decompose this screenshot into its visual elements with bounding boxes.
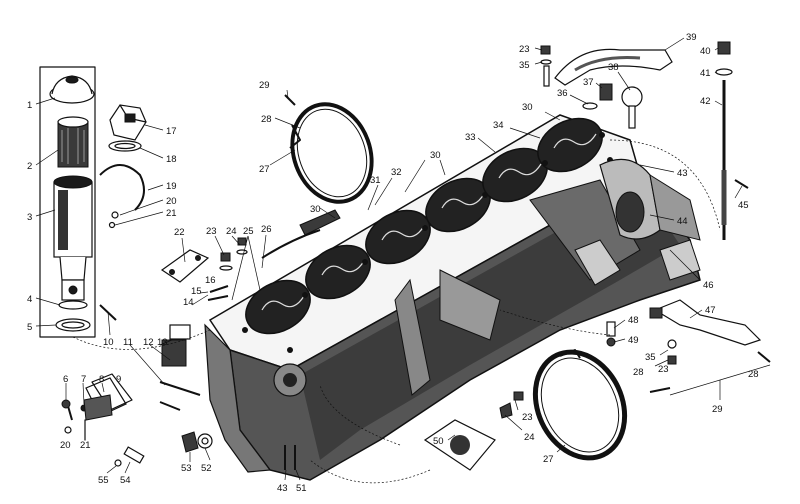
callout-51: 51	[296, 483, 307, 494]
callout-26: 26	[261, 224, 272, 235]
callout-labels: 1 2 3 4 5 6 7 8 9 10 11 12 13 14 15 16 1…	[27, 32, 759, 494]
callout-35-lower: 35	[645, 352, 656, 363]
callout-21-upper: 21	[166, 208, 177, 219]
callout-12: 12	[143, 337, 154, 348]
callout-41: 41	[700, 68, 711, 79]
callout-20-upper: 20	[166, 196, 177, 207]
filter-frame	[39, 66, 96, 338]
oil-pipe	[99, 164, 145, 211]
callout-34: 34	[493, 120, 504, 131]
callout-24-left: 24	[226, 226, 237, 237]
callout-6: 6	[63, 374, 68, 385]
callout-35-top: 35	[519, 60, 530, 71]
callout-22: 22	[174, 227, 185, 238]
callout-46: 46	[703, 280, 714, 291]
callout-28-lower-left: 28	[633, 367, 644, 378]
oil-filler-cap	[108, 104, 147, 152]
callout-43-upper: 43	[677, 168, 688, 179]
callout-29-lower: 29	[712, 404, 723, 415]
callout-16: 16	[205, 275, 216, 286]
callout-31: 31	[370, 175, 381, 186]
callout-7: 7	[81, 374, 86, 385]
callout-23-top: 23	[519, 44, 530, 55]
lower-clamp-band	[532, 349, 628, 461]
callout-14: 14	[183, 297, 194, 308]
callout-19: 19	[166, 181, 177, 192]
callout-30-left: 30	[310, 204, 321, 215]
callout-23-lower-right: 23	[658, 364, 669, 375]
callout-38: 38	[608, 62, 619, 73]
callout-45: 45	[738, 200, 749, 211]
callout-24-bottom: 24	[524, 432, 535, 443]
callout-36: 36	[557, 88, 568, 99]
small-fittings	[159, 237, 248, 411]
support-bracket	[653, 299, 762, 346]
drain-fittings	[114, 431, 213, 467]
callout-53: 53	[181, 463, 192, 474]
callout-13: 13	[157, 337, 168, 348]
hose-clamp	[284, 94, 374, 204]
callout-54: 54	[120, 475, 131, 486]
callout-2: 2	[27, 161, 32, 172]
callout-27-lower: 27	[543, 454, 554, 465]
callout-52: 52	[201, 463, 212, 474]
pump-cover-parts	[61, 373, 133, 441]
callout-4: 4	[27, 294, 32, 305]
callout-1: 1	[27, 100, 32, 111]
callout-37: 37	[583, 77, 594, 88]
lifting-eye	[621, 86, 643, 108]
callout-3: 3	[27, 212, 32, 223]
callout-28-upper: 28	[261, 114, 272, 125]
cylinder-block	[204, 114, 721, 481]
callout-5: 5	[27, 322, 32, 333]
oil-filter-assembly	[39, 66, 117, 338]
callout-55: 55	[98, 475, 109, 486]
callout-42: 42	[700, 96, 711, 107]
callout-40: 40	[700, 46, 711, 57]
callout-30-right: 30	[522, 102, 533, 113]
callout-28-lower-right: 28	[748, 369, 759, 380]
callout-43-lower: 43	[277, 483, 288, 494]
callout-25: 25	[243, 226, 254, 237]
gasket	[160, 249, 210, 283]
callout-17: 17	[166, 126, 177, 137]
callout-9: 9	[116, 374, 121, 385]
callout-47: 47	[705, 305, 716, 316]
callout-29-upper: 29	[259, 80, 270, 91]
callout-48: 48	[628, 315, 639, 326]
callout-30-middle: 30	[430, 150, 441, 161]
callout-33: 33	[465, 132, 476, 143]
callout-49: 49	[628, 335, 639, 346]
callout-23-left: 23	[206, 226, 217, 237]
callout-21-lower: 21	[80, 440, 91, 451]
lifting-bracket	[554, 48, 673, 86]
leader-lines	[35, 37, 771, 484]
callout-44: 44	[677, 216, 688, 227]
callout-39: 39	[686, 32, 697, 43]
callout-27-upper: 27	[259, 164, 270, 175]
callout-18: 18	[166, 154, 177, 165]
callout-8: 8	[99, 374, 104, 385]
callout-10: 10	[103, 337, 114, 348]
callout-15: 15	[191, 286, 202, 297]
callout-50: 50	[433, 436, 444, 447]
callout-23-bottom: 23	[522, 412, 533, 423]
callout-20-lower: 20	[60, 440, 71, 451]
callout-32: 32	[391, 167, 402, 178]
callout-11: 11	[123, 337, 133, 348]
nut	[540, 45, 551, 55]
